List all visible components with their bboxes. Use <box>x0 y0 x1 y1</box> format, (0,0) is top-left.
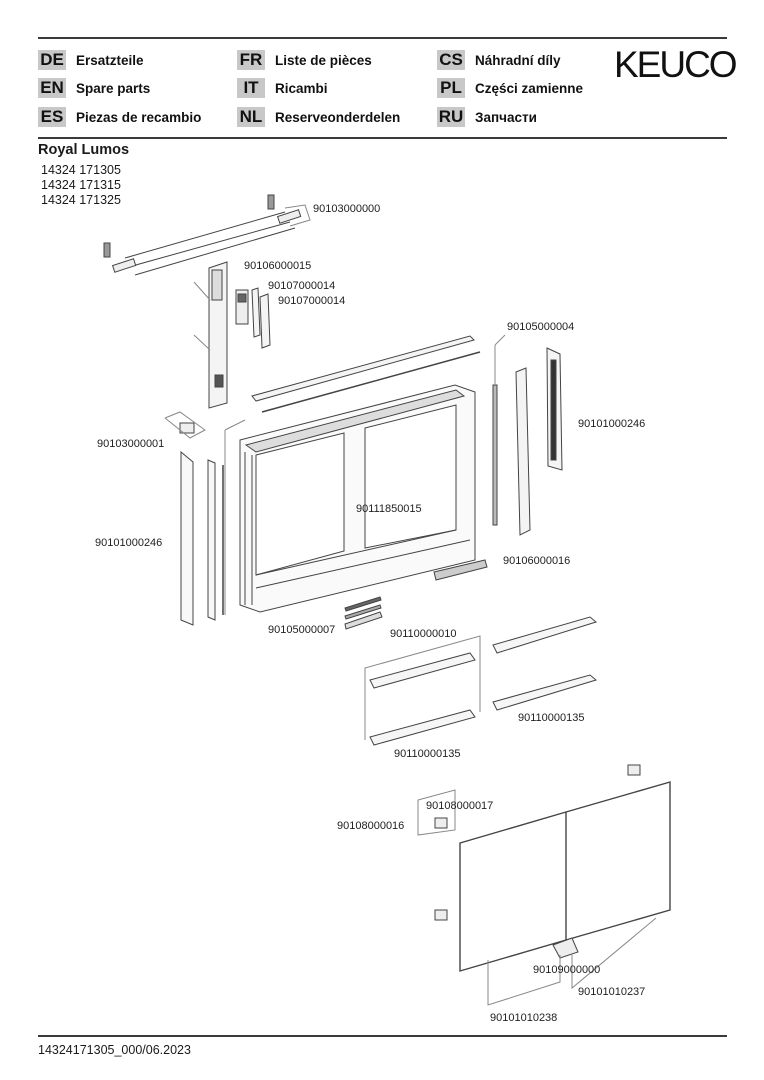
lang-label: Ersatzteile <box>76 52 144 68</box>
footer-rule <box>38 1035 727 1037</box>
cover-profiles <box>251 287 271 349</box>
led-strip-vertical <box>492 334 506 526</box>
part-label: 90107000014 <box>268 280 336 292</box>
lang-code: DE <box>38 50 66 70</box>
cabinet-body <box>224 384 476 615</box>
lang-code: IT <box>237 78 265 98</box>
control-unit-plate <box>193 261 228 409</box>
lang-en: EN Spare parts <box>38 78 150 98</box>
lang-code: CS <box>437 50 465 70</box>
model-number: 14324 171315 <box>41 178 121 192</box>
product-name: Royal Lumos <box>38 142 130 158</box>
right-side-panel <box>546 347 563 471</box>
part-label: 90101010238 <box>490 1012 558 1024</box>
part-label: 90101000246 <box>95 537 163 549</box>
part-label: 90103000001 <box>97 438 165 450</box>
brand-logo: KEUCO <box>614 44 738 85</box>
lang-nl: NL Reserveonderdelen <box>237 107 400 127</box>
lang-label: Liste de pièces <box>275 52 372 68</box>
part-label: 90110000135 <box>518 712 585 724</box>
part-label: 90105000007 <box>268 624 336 636</box>
lang-label: Części zamienne <box>475 80 584 96</box>
header-bottom-rule <box>38 137 727 139</box>
part-label: 90110000135 <box>394 748 461 760</box>
lang-label: Piezas de recambio <box>76 109 202 125</box>
lang-label: Reserveonderdelen <box>275 109 401 125</box>
top-mounting-rail <box>103 194 311 276</box>
part-label: 90101000246 <box>578 418 646 430</box>
lang-label: Запчасти <box>475 109 537 125</box>
document-id: 14324171305_000/06.2023 <box>38 1043 191 1057</box>
sensor-bar <box>433 559 488 581</box>
part-label: 90106000015 <box>244 260 312 272</box>
shelves <box>364 616 598 746</box>
lang-pl: PL Części zamienne <box>437 78 583 98</box>
lang-es: ES Piezas de recambio <box>38 107 201 127</box>
model-number: 14324 171325 <box>41 193 121 207</box>
wall-bracket <box>164 411 206 439</box>
bottom-led-parts <box>344 596 383 630</box>
lang-code: PL <box>437 78 465 98</box>
part-label: 90111850015 <box>356 503 422 515</box>
top-profile <box>251 335 481 413</box>
part-label: 90108000017 <box>426 800 494 812</box>
lang-code: EN <box>38 78 66 98</box>
lang-label: Náhradní díly <box>475 52 561 68</box>
part-label: 90106000016 <box>503 555 571 567</box>
lang-ru: RU Запчасти <box>437 107 537 127</box>
part-label: 90105000004 <box>507 321 575 333</box>
lang-code: ES <box>38 107 66 127</box>
lang-de: DE Ersatzteile <box>38 50 144 70</box>
part-label: 90101010237 <box>578 986 646 998</box>
hinges <box>417 764 641 921</box>
mirror-doors <box>459 781 671 1006</box>
lang-code: NL <box>237 107 265 127</box>
model-number: 14324 171305 <box>41 163 121 177</box>
part-label: 90108000016 <box>337 820 405 832</box>
lang-fr: FR Liste de pièces <box>237 50 372 70</box>
part-label: 90109000000 <box>533 964 601 976</box>
lang-label: Ricambi <box>275 80 328 96</box>
part-label: 90103000000 <box>313 203 381 215</box>
left-side-panels <box>180 450 224 626</box>
lang-code: FR <box>237 50 265 70</box>
control-electronics <box>235 289 249 325</box>
part-label: 90110000010 <box>390 628 457 640</box>
lang-code: RU <box>437 107 465 127</box>
lang-label: Spare parts <box>76 80 151 96</box>
header-top-rule <box>38 37 727 39</box>
lang-cs: CS Náhradní díly <box>437 50 561 70</box>
lang-it: IT Ricambi <box>237 78 328 98</box>
part-label: 90107000014 <box>278 295 346 307</box>
right-inner-profile <box>515 367 531 536</box>
